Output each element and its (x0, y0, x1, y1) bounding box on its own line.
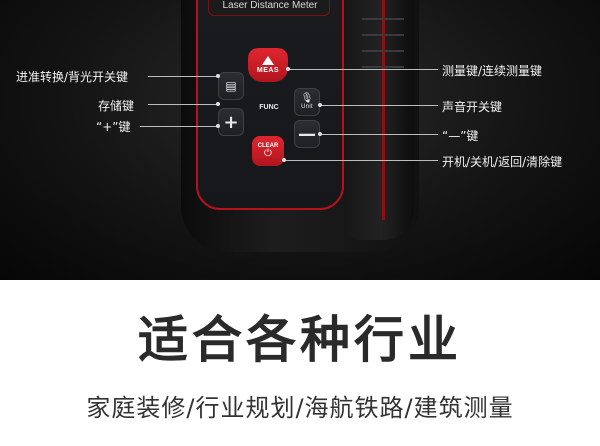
product-image-panel: Laser Distance Meter MEAS ▤ FUNC 🎙︎ Unit… (0, 0, 600, 280)
callout-meas: 测量键/连续测量键 (442, 64, 543, 78)
callout-line (284, 160, 438, 161)
clear-button-label: CLEAR (257, 143, 279, 149)
callout-dot (318, 132, 322, 136)
callout-line (140, 126, 218, 127)
unit-button-label: Unit (301, 104, 313, 110)
microphone-icon: 🎙︎ (300, 93, 314, 104)
callout-dot (216, 74, 220, 78)
clear-button: CLEAR ⏻ (252, 136, 284, 166)
store-button: ▤ (218, 72, 244, 100)
device-side-rib (362, 66, 404, 68)
callout-minus: “—”键 (442, 129, 479, 143)
func-label: FUNC (259, 104, 279, 111)
meas-button-label: MEAS (256, 67, 280, 74)
callout-plus: “+”键 (96, 120, 131, 134)
device-label-plate (208, 0, 330, 16)
callout-dot (216, 102, 220, 106)
device-side-rib (362, 34, 404, 36)
power-icon: ⏻ (264, 148, 272, 159)
callout-dot (216, 124, 220, 128)
callout-dot (286, 67, 290, 71)
callout-line (320, 134, 438, 135)
meas-button: MEAS (248, 48, 288, 82)
callout-sound: 声音开关键 (442, 100, 503, 114)
device-side-panel (348, 0, 414, 240)
callout-line (320, 105, 438, 106)
triangle-icon (262, 56, 274, 65)
callout-line (288, 69, 438, 70)
unit-button: 🎙︎ Unit (294, 88, 320, 116)
minus-button: — (294, 120, 320, 148)
callout-backlight: 进准转换/背光开关键 (16, 70, 129, 84)
callout-store: 存储键 (98, 99, 135, 113)
device-side-rib (362, 50, 404, 52)
callout-line (148, 76, 218, 77)
page-headline: 适合各种行业 (138, 311, 462, 369)
page-subline: 家庭装修/行业规划/海航铁路/建筑测量 (86, 394, 514, 422)
callout-dot (318, 103, 322, 107)
callout-dot (282, 158, 286, 162)
callout-power: 开机/关机/返回/清除键 (442, 155, 563, 169)
device-side-rib (362, 18, 404, 20)
plus-button: + (218, 108, 244, 136)
device-side-stripe (382, 0, 385, 220)
callout-line (148, 104, 218, 105)
device-label: Laser Distance Meter (222, 0, 318, 11)
save-icon: ▤ (225, 79, 237, 93)
